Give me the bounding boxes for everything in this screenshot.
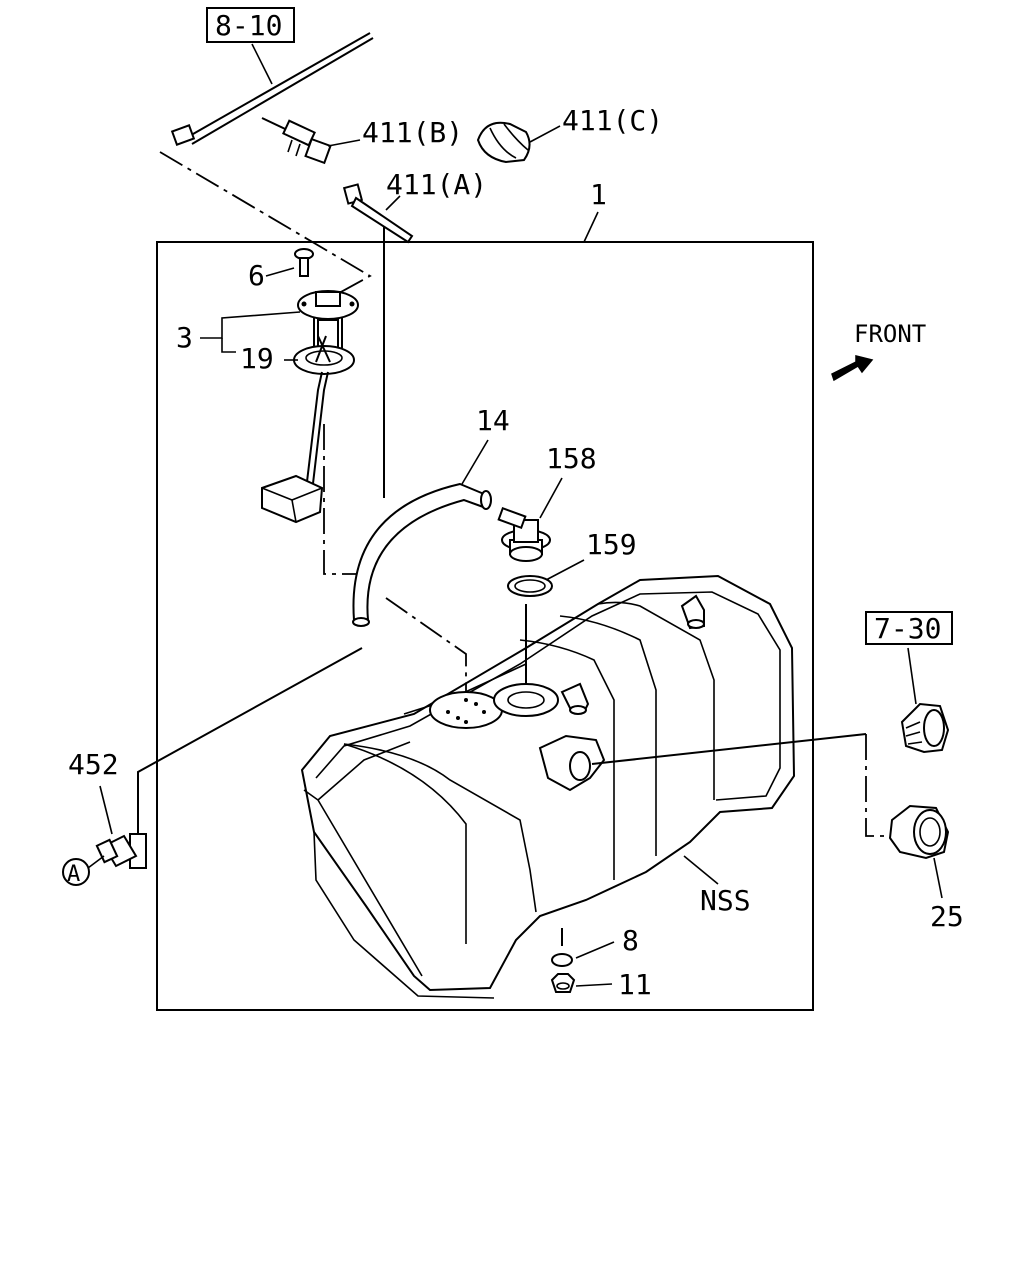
wire-harness xyxy=(170,32,374,146)
label-8: 8 xyxy=(622,924,639,957)
filler-neck-25 xyxy=(888,804,950,860)
washer-8 xyxy=(551,953,573,967)
pump-assembly-3 xyxy=(297,290,359,351)
ref-box-7-30 xyxy=(865,611,953,645)
float-arm xyxy=(261,371,329,524)
gasket-159 xyxy=(507,575,553,597)
connector-411b xyxy=(261,117,332,165)
label-411c: 411(C) xyxy=(562,104,663,137)
label-19: 19 xyxy=(240,342,274,375)
front-label: FRONT xyxy=(854,320,926,348)
screw-6 xyxy=(294,248,314,277)
label-159: 159 xyxy=(586,528,637,561)
elbow-fitting-452 xyxy=(95,833,147,869)
hose-14 xyxy=(352,482,492,627)
label-25: 25 xyxy=(930,900,964,933)
front-arrow-icon xyxy=(831,355,874,382)
ref-label-7-30: 7-30 xyxy=(874,612,941,645)
reference-circle-a xyxy=(62,858,90,886)
label-452: 452 xyxy=(68,748,119,781)
nut-11 xyxy=(550,973,576,993)
ref-label-8-10: 8-10 xyxy=(215,9,282,42)
ref-box-8-10 xyxy=(206,7,295,43)
cable-tie-411a xyxy=(342,183,414,244)
label-circle-a: A xyxy=(67,862,80,887)
filler-cap xyxy=(900,702,950,754)
label-nss: NSS xyxy=(700,884,751,917)
label-14: 14 xyxy=(476,404,510,437)
label-158: 158 xyxy=(546,442,597,475)
fuel-tank xyxy=(300,574,796,999)
label-3: 3 xyxy=(176,321,193,354)
label-1: 1 xyxy=(590,178,607,211)
label-6: 6 xyxy=(248,259,265,292)
label-411a: 411(A) xyxy=(386,168,487,201)
clip-411c xyxy=(476,121,531,164)
label-11: 11 xyxy=(618,968,652,1001)
label-411b: 411(B) xyxy=(362,116,463,149)
vent-valve-158 xyxy=(497,506,551,562)
gasket-19 xyxy=(293,335,355,375)
assembly-frame xyxy=(156,241,814,1011)
